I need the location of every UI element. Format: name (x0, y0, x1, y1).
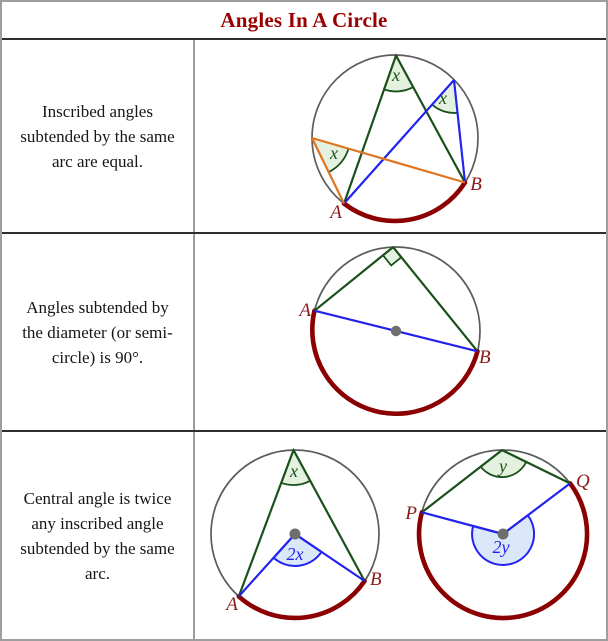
angle-label-top: x (391, 65, 400, 85)
chords-top-vertex (342, 54, 466, 204)
chords-top-vertex (421, 449, 571, 514)
rule-description-cell: Central angle is twice any inscribed ang… (2, 432, 195, 639)
central-angle-diagram-x: x 2x A B (210, 447, 382, 621)
angle-wedge-right (432, 80, 458, 113)
central-angle-diagrams: x 2x A B y 2y P Q (210, 447, 590, 621)
rule-description-cell: Angles subtended by the diameter (or sem… (2, 234, 195, 430)
arc-ab-highlight (236, 578, 367, 621)
point-label-a: A (224, 594, 238, 615)
angle-label-inscribed: x (289, 461, 298, 481)
central-reflex-angle-wedge (471, 513, 535, 566)
point-label-q: Q (576, 471, 590, 492)
rule-description: Inscribed angles subtended by the same a… (20, 101, 175, 171)
angle-arc-right (431, 103, 458, 114)
diagram-cell-semicircle: A B (195, 234, 606, 430)
point-label-p: P (404, 503, 417, 524)
central-angle-wedge (272, 532, 323, 567)
rule-row-inscribed-equal: Inscribed angles subtended by the same a… (2, 40, 606, 234)
rule-row-central-twice: Central angle is twice any inscribed ang… (2, 432, 606, 639)
rule-description: Angles subtended by the diameter (or sem… (22, 297, 173, 367)
table-title-row: Angles In A Circle (2, 2, 606, 40)
point-label-a: A (328, 202, 342, 223)
point-label-a: A (297, 300, 311, 321)
rule-description: Central angle is twice any inscribed ang… (20, 488, 175, 583)
point-label-b: B (470, 174, 482, 195)
arc-ab-highlight (341, 180, 468, 224)
right-angle-marker (381, 245, 403, 267)
point-label-b: B (370, 569, 382, 590)
radii-to-pq (421, 482, 571, 536)
angle-label-right: x (438, 88, 447, 108)
page-title: Angles In A Circle (220, 7, 388, 32)
chords-left-vertex (311, 136, 466, 204)
diagram-cell-central-angle: x 2x A B y 2y P Q (195, 432, 606, 639)
radii-to-ab (237, 533, 366, 598)
center-dot (390, 325, 402, 337)
diagram-cell-inscribed-equal: x x x A B (195, 40, 606, 232)
rule-description-cell: Inscribed angles subtended by the same a… (2, 40, 195, 232)
chords-top-vertex (237, 449, 366, 597)
rule-row-semicircle-90: Angles subtended by the diameter (or sem… (2, 234, 606, 432)
semicircle-diagram: A B (297, 245, 491, 417)
angle-label-left: x (329, 143, 338, 163)
angle-label-inscribed: y (497, 456, 507, 476)
chords-top-vertex (313, 246, 479, 352)
center-dot (289, 528, 301, 540)
point-label-b: B (479, 347, 491, 368)
angle-arc-left (328, 148, 350, 173)
chords-right-vertex (343, 79, 467, 205)
center-dot (497, 528, 509, 540)
angle-label-central: 2y (493, 537, 510, 557)
angle-label-central: 2x (287, 544, 304, 564)
arc-semicircle-highlight (310, 308, 480, 417)
arc-pq-highlight (416, 481, 590, 621)
central-angle-diagram-y: y 2y P Q (404, 449, 590, 621)
inscribed-angles-diagram: x x x A B (311, 53, 482, 224)
